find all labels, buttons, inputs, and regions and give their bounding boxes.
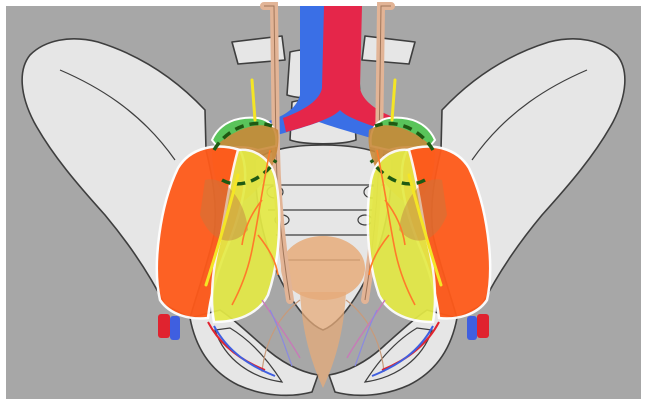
bladder: [281, 236, 365, 300]
